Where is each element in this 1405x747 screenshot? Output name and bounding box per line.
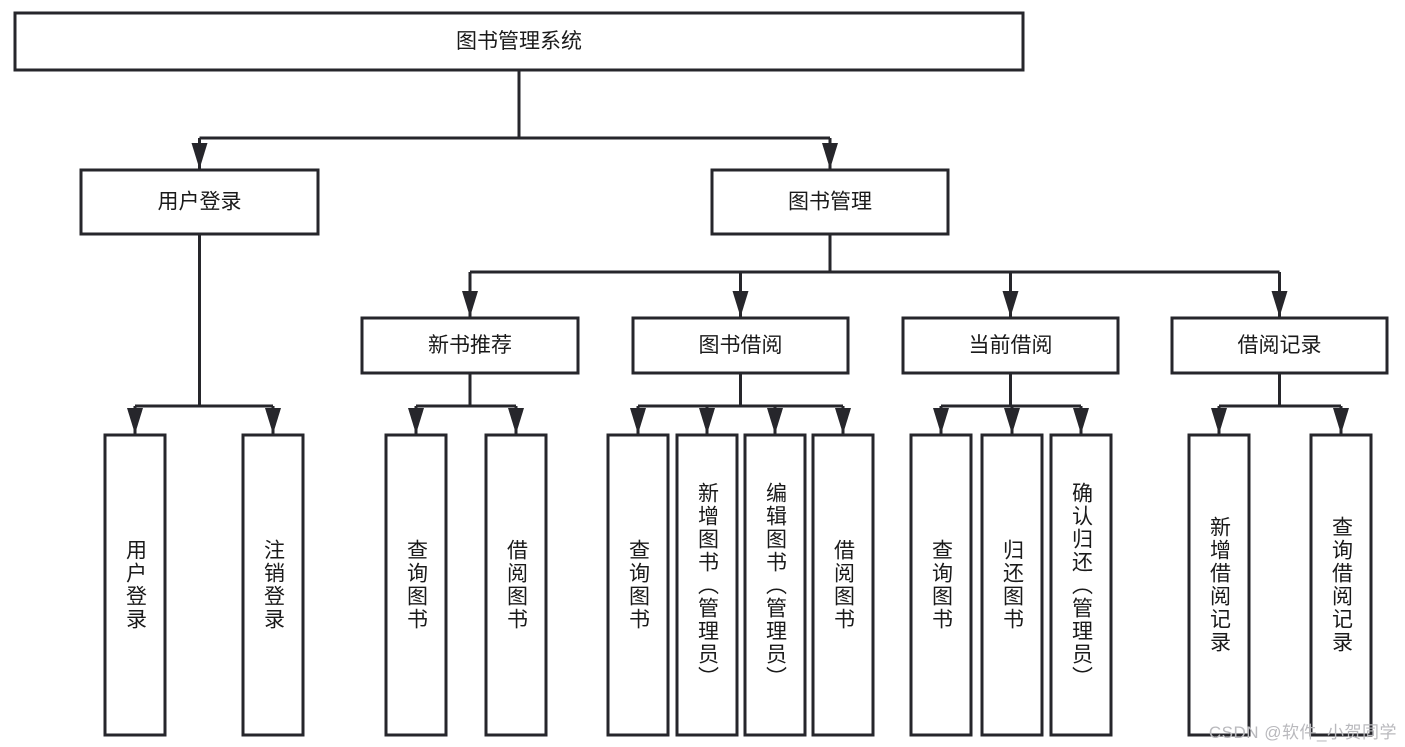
arrow-head-icon <box>127 408 143 434</box>
node-box-leaf-add-record[interactable] <box>1187 433 1251 737</box>
arrow-head-icon <box>1073 408 1089 434</box>
node-box-record[interactable] <box>1170 316 1389 375</box>
node-box-leaf-borrow-book[interactable] <box>811 433 875 737</box>
arrow-head-icon <box>462 291 478 317</box>
connector-lines-layer <box>127 70 1349 434</box>
node-box-leaf-return-book[interactable] <box>980 433 1044 737</box>
node-box-leaf-add-book[interactable] <box>675 433 739 737</box>
arrow-head-icon <box>508 408 524 434</box>
node-label-current: 当前借阅 <box>969 334 1053 357</box>
node-box-leaf-user-login[interactable] <box>103 433 167 737</box>
arrow-head-icon <box>767 408 783 434</box>
arrow-head-icon <box>265 408 281 434</box>
arrow-head-icon <box>732 291 749 317</box>
node-box-leaf-borrow-book-new[interactable] <box>484 433 548 737</box>
node-label-login: 用户登录 <box>158 191 242 214</box>
node-boxes-layer <box>13 11 1389 737</box>
node-label-bookmgmt: 图书管理 <box>788 191 872 214</box>
arrow-head-icon <box>1211 408 1227 434</box>
node-label-borrow: 图书借阅 <box>699 334 783 357</box>
node-box-leaf-query-record[interactable] <box>1309 433 1373 737</box>
arrow-head-icon <box>408 408 424 434</box>
watermark-text: CSDN @软件_小贺同学 <box>1208 723 1397 742</box>
arrow-head-icon <box>630 408 646 434</box>
node-label-root: 图书管理系统 <box>456 30 582 53</box>
arrow-head-icon <box>933 408 949 434</box>
node-box-root[interactable] <box>13 11 1025 72</box>
arrow-head-icon <box>191 143 208 169</box>
arrow-head-icon <box>699 408 715 434</box>
node-box-leaf-query-book-new[interactable] <box>384 433 448 737</box>
arrow-head-icon <box>1002 291 1019 317</box>
node-box-current[interactable] <box>901 316 1120 375</box>
node-box-leaf-confirm-return[interactable] <box>1049 433 1113 737</box>
node-box-leaf-query-book-current[interactable] <box>909 433 973 737</box>
node-box-newbook[interactable] <box>360 316 580 375</box>
node-box-leaf-logout[interactable] <box>241 433 305 737</box>
arrow-head-icon <box>1333 408 1349 434</box>
node-box-borrow[interactable] <box>631 316 850 375</box>
node-label-newbook: 新书推荐 <box>428 334 512 357</box>
arrow-head-icon <box>822 143 838 169</box>
node-label-record: 借阅记录 <box>1238 334 1322 357</box>
node-box-leaf-edit-book[interactable] <box>743 433 807 737</box>
arrow-head-icon <box>835 408 851 434</box>
node-box-bookmgmt[interactable] <box>710 168 950 236</box>
arrow-head-icon <box>1271 291 1288 317</box>
arrow-head-icon <box>1004 408 1020 434</box>
node-box-login[interactable] <box>79 168 320 236</box>
node-box-leaf-query-book-borrow[interactable] <box>606 433 670 737</box>
